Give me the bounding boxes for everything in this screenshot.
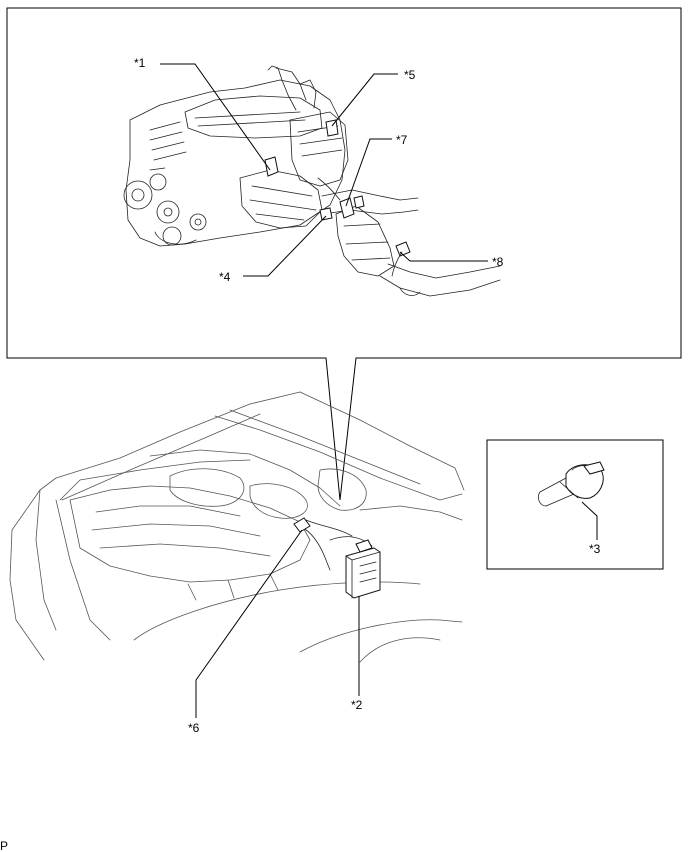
callout-4: *4 <box>219 270 231 284</box>
charcoal-canister <box>345 539 381 599</box>
callout-2: *2 <box>351 698 363 712</box>
callout-1: *1 <box>134 56 146 70</box>
illustration-code: P <box>0 839 8 852</box>
callout-6: *6 <box>188 721 200 735</box>
engine-assembly-drawing <box>123 65 501 297</box>
callout-8: *8 <box>492 255 504 269</box>
purge-vsv-connector <box>293 517 311 533</box>
callout-5: *5 <box>404 68 416 82</box>
callout-leaders-vehicle <box>195 529 360 718</box>
callout-7: *7 <box>396 133 408 147</box>
detail-inset-frame <box>486 439 664 570</box>
enlarged-view-frame <box>6 7 682 501</box>
callout-3: *3 <box>589 542 601 556</box>
fuel-cap-drawing <box>538 461 605 507</box>
vehicle-front-drawing <box>9 391 465 663</box>
callout-leaders-top <box>160 63 488 277</box>
callout-leader-3 <box>581 501 598 540</box>
